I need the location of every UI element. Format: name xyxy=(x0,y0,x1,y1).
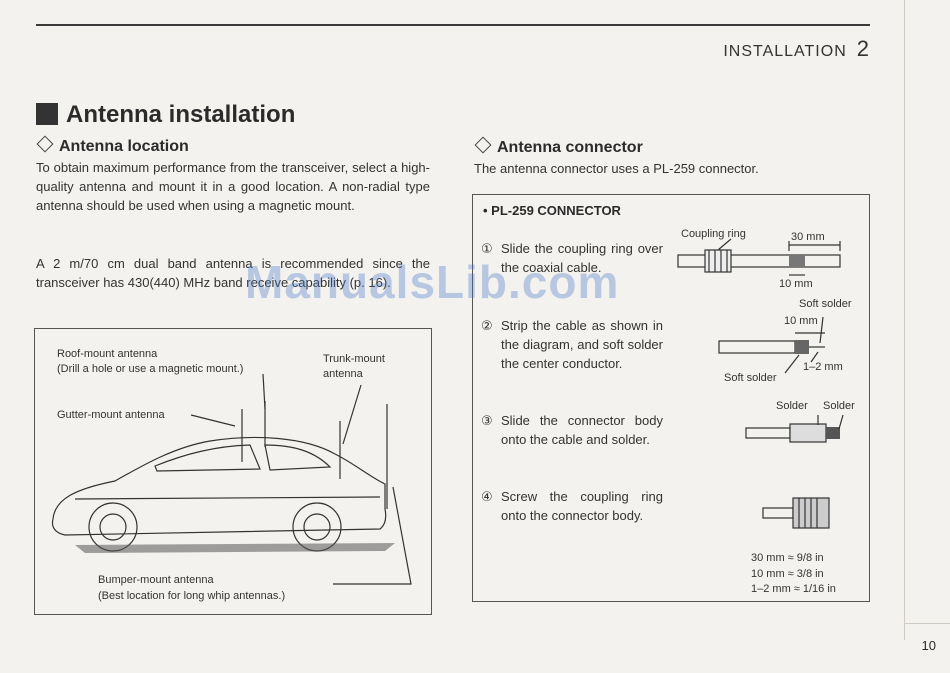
soft-solder-label-bottom: Soft solder xyxy=(724,372,777,384)
conversion-30mm: 30 mm ≈ 9/8 in xyxy=(751,552,824,564)
dim-10mm-label-b: 10 mm xyxy=(784,315,818,327)
car-rear-hub xyxy=(303,513,331,541)
solder-label-2: Solder xyxy=(823,400,855,412)
bumper-mount-note: (Best location for long whip antennas.) xyxy=(98,590,286,602)
step-1: ① Slide the coupling ring over the coaxi… xyxy=(481,239,671,279)
chapter-header: INSTALLATION 2 xyxy=(723,36,870,62)
top-rule xyxy=(36,24,870,26)
conversion-1-2mm: 1–2 mm ≈ 1/16 in xyxy=(751,583,836,595)
soft-solder-label-top: Soft solder xyxy=(799,298,852,310)
diamond-icon xyxy=(36,135,54,153)
step-2-text: Strip the cable as shown in the diagram,… xyxy=(501,318,663,371)
page-number: 10 xyxy=(921,638,936,653)
trunk-mount-label-2: antenna xyxy=(323,368,363,380)
step-4-text: Screw the coupling ring onto the connect… xyxy=(501,489,663,523)
bumper-leader xyxy=(333,486,412,585)
car-mount-figure: Roof-mount antenna (Drill a hole or use … xyxy=(34,328,432,615)
dim-10mm-label-a: 10 mm xyxy=(779,278,813,290)
coax-cable-3 xyxy=(745,427,791,439)
connector-diagrams xyxy=(677,238,844,529)
location-heading-text: Antenna location xyxy=(59,138,189,155)
car-front-wheel xyxy=(88,502,138,552)
braid-section-1 xyxy=(789,255,805,267)
car-shadow xyxy=(75,543,395,553)
roof-mount-note: (Drill a hole or use a magnetic mount.) xyxy=(57,363,244,375)
car-body xyxy=(51,436,387,536)
trunk-leader xyxy=(342,384,362,445)
car-body-line xyxy=(74,496,381,500)
solder-leader-2 xyxy=(838,414,844,430)
connector-body-3 xyxy=(789,423,827,443)
car-front-hub xyxy=(99,513,127,541)
step-3-number: ③ xyxy=(481,413,493,428)
roof-mount-label: Roof-mount antenna xyxy=(57,348,158,360)
step-3: ③ Slide the connector body onto the cabl… xyxy=(481,411,671,469)
page-title: Antenna installation xyxy=(36,101,295,129)
step-4: ④ Screw the coupling ring onto the conne… xyxy=(481,487,671,545)
coax-cable-4 xyxy=(762,507,794,519)
location-paragraph-2: A 2 m/70 cm dual band antenna is recomme… xyxy=(36,256,430,290)
connector-heading-text: Antenna connector xyxy=(497,139,643,156)
gutter-mount-label: Gutter-mount antenna xyxy=(57,409,165,421)
step-3-text: Slide the connector body onto the cable … xyxy=(501,413,663,447)
braid-section-2 xyxy=(795,340,809,354)
connector-tip-3 xyxy=(826,427,840,439)
connector-heading: Antenna connector xyxy=(474,136,643,157)
location-heading: Antenna location xyxy=(36,135,189,156)
coax-cable-2 xyxy=(718,340,796,354)
car-window-rear xyxy=(264,444,332,471)
car-illustration xyxy=(51,373,412,585)
gutter-leader xyxy=(190,414,236,427)
connector-paragraph: The antenna connector uses a PL-259 conn… xyxy=(474,161,759,176)
unit-conversions: 30 mm ≈ 9/8 in 10 mm ≈ 3/8 in 1–2 mm ≈ 1… xyxy=(751,551,836,598)
location-paragraph-1: To obtain maximum performance from the t… xyxy=(36,160,430,213)
conversion-10mm: 10 mm ≈ 3/8 in xyxy=(751,567,824,580)
dim-1-2mm-label: 1–2 mm xyxy=(803,361,843,373)
title-square-icon xyxy=(36,103,58,125)
step-2-number: ② xyxy=(481,318,493,333)
dim-30mm-label: 30 mm xyxy=(791,231,825,243)
car-window-front xyxy=(154,444,261,472)
soft-solder-leader-bottom xyxy=(784,354,800,374)
coupling-ring-leader xyxy=(717,238,732,251)
solder-label-1: Solder xyxy=(776,400,808,412)
step-1-text: Slide the coupling ring over the coaxial… xyxy=(501,241,663,275)
pl259-box: • PL-259 CONNECTOR ① Slide the coupling … xyxy=(472,194,870,602)
step-1-number: ① xyxy=(481,241,493,256)
bumper-mount-label: Bumper-mount antenna xyxy=(98,574,214,586)
roof-leader xyxy=(262,373,266,410)
coax-cable-1 xyxy=(677,254,841,268)
dim-1-2-leader xyxy=(810,351,819,363)
step-2: ② Strip the cable as shown in the diagra… xyxy=(481,316,671,394)
diamond-icon xyxy=(474,136,492,154)
page-corner-line xyxy=(904,623,950,624)
watermark: ManualsLib.com xyxy=(245,256,620,308)
trunk-mount-label-1: Trunk-mount xyxy=(323,353,385,365)
step-4-number: ④ xyxy=(481,489,493,504)
page-edge-line xyxy=(904,0,905,640)
coupling-ring-label: Coupling ring xyxy=(681,228,746,240)
chapter-number: 2 xyxy=(856,36,870,61)
pl259-box-title: • PL-259 CONNECTOR xyxy=(483,203,621,218)
page-title-text: Antenna installation xyxy=(66,101,296,128)
soft-solder-leader-top xyxy=(819,316,824,344)
section-name: INSTALLATION xyxy=(723,43,847,60)
